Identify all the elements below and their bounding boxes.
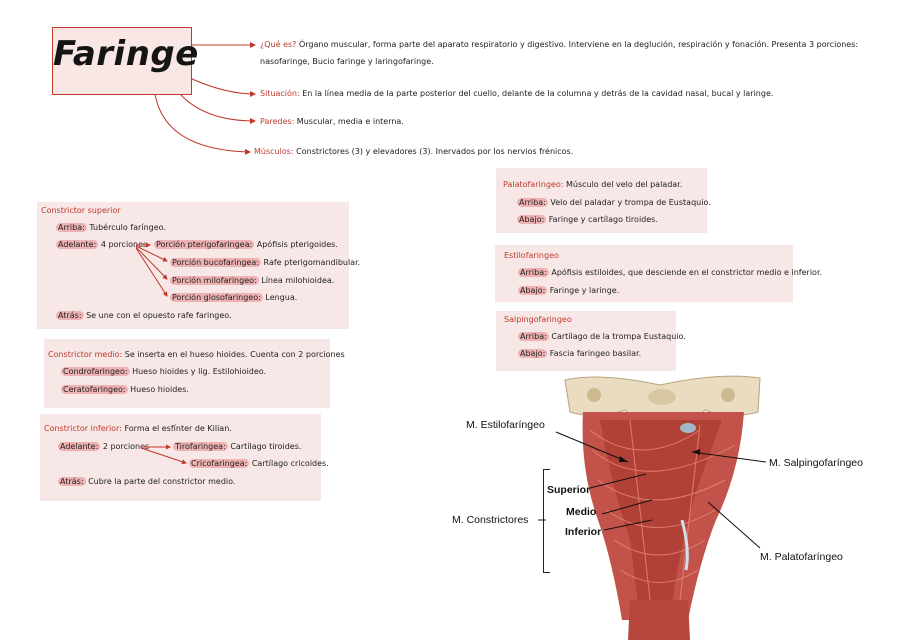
label-palatofaringeo: M. Palatofaríngeo xyxy=(760,551,843,563)
ci-crico-line: Cricofaringea: Cartílago cricoides. xyxy=(189,459,329,469)
musculos-label: Músculos: xyxy=(254,147,294,156)
ef-abajo-label: Abajo: xyxy=(518,286,548,295)
cs-arriba-label: Arriba: xyxy=(56,223,87,232)
ci-adelante-text: 2 porciones xyxy=(100,442,150,451)
ef-arriba-text: Apófisis estiloides, que desciende en el… xyxy=(548,268,823,277)
ci-crico-text: Cartílago cricoides. xyxy=(249,459,329,468)
cs-adelante-label: Adelante: xyxy=(56,240,99,249)
label-inferior: Inferior xyxy=(565,526,602,538)
musculos-line: Músculos: Constrictores (3) y elevadores… xyxy=(254,147,573,157)
paredes-text: Muscular, media e interna. xyxy=(294,117,404,126)
cs-porcion-1: Porción pterigofaringea: Apófisis pterig… xyxy=(154,240,338,250)
pf-heading: Palatofaringeo: xyxy=(503,180,564,189)
sf-arriba-label: Arriba: xyxy=(518,332,549,341)
cs-porcion-2-text: Rafe pterigomandibular. xyxy=(261,258,361,267)
situacion-line: Situación: En la línea media de la parte… xyxy=(260,89,773,99)
cm-cerato-text: Hueso hioides. xyxy=(127,385,189,394)
sf-arriba-line: Arriba: Cartílago de la trompa Eustaquio… xyxy=(518,332,686,342)
sf-abajo-label: Abajo: xyxy=(518,349,548,358)
paredes-line: Paredes: Muscular, media e interna. xyxy=(260,117,404,127)
ci-crico-label: Cricofaringea: xyxy=(189,459,250,468)
ci-heading: Constrictor inferior: xyxy=(44,424,122,433)
ef-arriba-label: Arriba: xyxy=(518,268,549,277)
cs-porcion-3-label: Porción milofaringeo: xyxy=(170,276,259,285)
label-medio: Medio xyxy=(566,506,597,518)
que-es-text: Órgano muscular, forma parte del aparato… xyxy=(296,40,859,49)
cs-porcion-4-label: Porción glosofaringeo: xyxy=(170,293,263,302)
ci-adelante-label: Adelante: xyxy=(58,442,101,451)
label-salpingofaringeo: M. Salpingofaríngeo xyxy=(769,457,863,469)
cs-porcion-1-text: Apófisis pterigoides. xyxy=(254,240,338,249)
pf-arriba-label: Arriba: xyxy=(517,198,548,207)
musculos-text: Constrictores (3) y elevadores (3). Iner… xyxy=(293,147,574,156)
pf-abajo-line: Abajo: Faringe y cartílago tiroides. xyxy=(517,215,658,225)
paredes-label: Paredes: xyxy=(260,117,295,126)
page-title: Faringe xyxy=(53,34,199,74)
ci-atras-line: Atrás: Cubre la parte del constrictor me… xyxy=(58,477,235,487)
cm-cerato-label: Ceratofaringeo: xyxy=(61,385,128,394)
sf-abajo-line: Abajo: Fascia faringeo basilar. xyxy=(518,349,641,359)
pf-arriba-line: Arriba: Velo del paladar y trompa de Eus… xyxy=(517,198,711,208)
cm-condro-label: Condrofaringeo: xyxy=(61,367,130,376)
cs-porcion-2-label: Porción bucofaringea: xyxy=(170,258,262,267)
cs-porcion-3-text: Línea milohioidea. xyxy=(258,276,335,285)
pf-abajo-text: Faringe y cartílago tiroides. xyxy=(546,215,658,224)
label-constrictores: M. Constrictores xyxy=(452,514,529,526)
cs-porcion-2: Porción bucofaringea: Rafe pterigomandib… xyxy=(170,258,360,268)
ci-atras-label: Atrás: xyxy=(58,477,86,486)
cm-condro-line: Condrofaringeo: Hueso hioides y lig. Est… xyxy=(61,367,266,377)
cm-heading-line: Constrictor medio: Se inserta en el hues… xyxy=(48,350,345,360)
cs-arriba-line: Arriba: Tubérculo faríngeo. xyxy=(56,223,166,233)
label-superior: Superior xyxy=(547,484,591,496)
que-es-line-2: nasofaringe, Bucio faringe y laringofari… xyxy=(260,57,434,66)
constrictor-superior-heading: Constrictor superior xyxy=(41,206,121,215)
constrictor-inferior-box xyxy=(40,414,321,501)
ci-tiro-text: Cartílago tiroides. xyxy=(227,442,302,451)
cs-atras-line: Atrás: Se une con el opuesto rafe faring… xyxy=(56,311,232,321)
que-es-label: ¿Qué es? xyxy=(260,40,297,49)
cm-heading: Constrictor medio: xyxy=(48,350,123,359)
cs-atras-label: Atrás: xyxy=(56,311,84,320)
cs-porcion-3: Porción milofaringeo: Línea milohioidea. xyxy=(170,276,334,286)
ef-heading: Estilofaringeo xyxy=(504,251,559,260)
sf-arriba-text: Cartílago de la trompa Eustaquio. xyxy=(548,332,686,341)
sf-heading: Salpingofaringeo xyxy=(504,315,572,324)
ef-arriba-line: Arriba: Apófisis estiloides, que descien… xyxy=(518,268,822,278)
label-estilofaringeo: M. Estilofaríngeo xyxy=(466,419,545,431)
pf-heading-line: Palatofaringeo: Músculo del velo del pal… xyxy=(503,180,682,190)
cs-adelante-text: 4 porciones xyxy=(98,240,148,249)
cs-porcion-4-text: Lengua. xyxy=(262,293,298,302)
salpingofaringeo-box xyxy=(496,311,676,371)
ci-adelante-line: Adelante: 2 porciones xyxy=(58,442,149,452)
ef-abajo-text: Faringe y laringe. xyxy=(547,286,620,295)
constrictores-bracket xyxy=(543,469,550,573)
situacion-text: En la línea media de la parte posterior … xyxy=(299,89,774,98)
ci-heading-line: Constrictor inferior: Forma el esfínter … xyxy=(44,424,232,434)
cs-porcion-1-label: Porción pterigofaringea: xyxy=(154,240,255,249)
cm-cerato-line: Ceratofaringeo: Hueso hioides. xyxy=(61,385,189,395)
cm-condro-text: Hueso hioides y lig. Estilohioideo. xyxy=(129,367,267,376)
cs-atras-text: Se une con el opuesto rafe faringeo. xyxy=(83,311,232,320)
que-es-line: ¿Qué es? Órgano muscular, forma parte de… xyxy=(260,40,858,50)
cs-porcion-4: Porción glosofaringeo: Lengua. xyxy=(170,293,297,303)
title-box: Faringe xyxy=(52,27,199,95)
situacion-label: Situación: xyxy=(260,89,300,98)
ci-heading-text: Forma el esfínter de Kilian. xyxy=(121,424,232,433)
ci-atras-text: Cubre la parte del constrictor medio. xyxy=(85,477,236,486)
pf-heading-text: Músculo del velo del paladar. xyxy=(563,180,683,189)
pf-abajo-label: Abajo: xyxy=(517,215,547,224)
pf-arriba-text: Velo del paladar y trompa de Eustaquio. xyxy=(547,198,711,207)
cs-arriba-text: Tubérculo faríngeo. xyxy=(86,223,166,232)
cm-heading-text: Se inserta en el hueso hioides. Cuenta c… xyxy=(122,350,345,359)
cs-adelante-line: Adelante: 4 porciones xyxy=(56,240,147,250)
ef-abajo-line: Abajo: Faringe y laringe. xyxy=(518,286,619,296)
ci-tiro-line: Tirofaringea: Cartílago tiroides. xyxy=(173,442,301,452)
sf-abajo-text: Fascia faringeo basilar. xyxy=(547,349,642,358)
ci-tiro-label: Tirofaringea: xyxy=(173,442,228,451)
